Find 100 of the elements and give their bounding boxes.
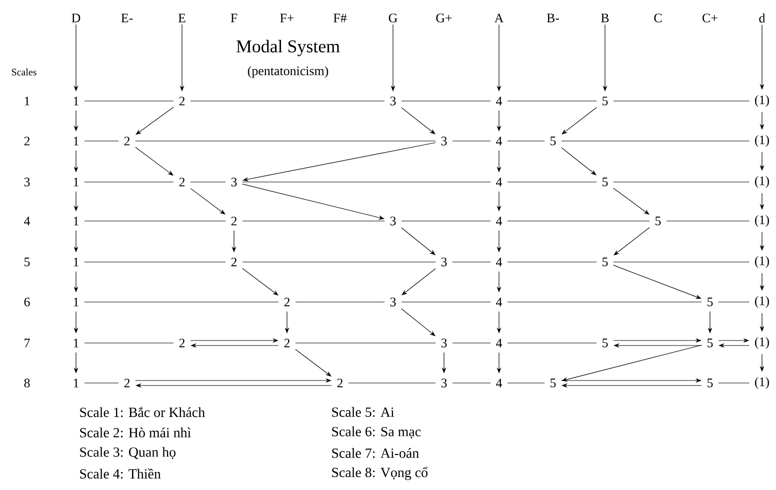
connector-line xyxy=(561,140,750,142)
scale-degree: 3 xyxy=(231,178,237,186)
scale-degree: 1 xyxy=(74,216,78,226)
scale-degree: (1) xyxy=(755,377,769,389)
scale-degree: 2 xyxy=(124,136,130,146)
scale-name: Scale 5: Ai xyxy=(332,407,394,417)
scale-number: 2 xyxy=(24,136,30,146)
scale-degree: 3 xyxy=(390,216,396,226)
scale-degree: 3 xyxy=(441,136,447,146)
scale-degree: 4 xyxy=(496,338,502,348)
connector-line xyxy=(401,100,491,102)
scale-name: Scale 2: Hò mái nhì xyxy=(80,428,191,438)
scale-degree: (1) xyxy=(755,176,769,188)
scale-number: 1 xyxy=(24,96,30,106)
scale-degree: 1 xyxy=(74,96,78,106)
scale-number: 5 xyxy=(24,258,30,266)
scale-degree: 5 xyxy=(708,378,713,388)
connector-line xyxy=(401,220,491,222)
connector-line xyxy=(190,100,385,102)
scale-degree: 5 xyxy=(656,216,661,226)
scale-degree: 5 xyxy=(602,96,608,106)
scale-degree: 5 xyxy=(602,258,608,266)
pitch-label: E xyxy=(178,14,186,22)
scale-degree: 4 xyxy=(496,378,502,388)
scale-degree: 3 xyxy=(390,298,396,306)
scale-degree: 2 xyxy=(179,178,185,186)
scale-degree: (1) xyxy=(755,95,769,107)
scale-degree: 2 xyxy=(124,378,130,388)
connector-line xyxy=(507,220,650,222)
pitch-label: B xyxy=(601,14,609,22)
scale-degree: 1 xyxy=(74,178,78,186)
scale-degree: 5 xyxy=(708,298,713,306)
pitch-label: G+ xyxy=(436,14,452,22)
pitch-label: d xyxy=(759,13,766,23)
scale-degree: 3 xyxy=(390,96,396,106)
scale-degree: 4 xyxy=(496,298,502,306)
pitch-label: F+ xyxy=(280,14,294,22)
scale-degree: 3 xyxy=(441,338,447,348)
scale-degree: (1) xyxy=(755,215,769,227)
scale-degree: 4 xyxy=(496,96,502,106)
scale-number: 8 xyxy=(24,378,30,388)
scale-number: 7 xyxy=(24,338,30,348)
scale-degree: 1 xyxy=(74,136,78,146)
scale-degree: 2 xyxy=(284,338,290,348)
scale-degree: 1 xyxy=(74,378,78,388)
scale-degree: (1) xyxy=(755,296,769,308)
pitch-label: D xyxy=(72,14,80,22)
connector-line xyxy=(452,382,491,384)
scale-name: Scale 1: Bắc or Khách xyxy=(80,406,205,418)
scale-degree: 4 xyxy=(496,136,502,146)
scale-number: 4 xyxy=(24,216,30,226)
scale-name: Scale 4: Thiền xyxy=(80,468,161,479)
connector-line xyxy=(452,140,491,142)
connector-line xyxy=(666,220,750,222)
connector-line xyxy=(613,100,750,102)
pitch-label: B- xyxy=(546,14,559,22)
connector-line xyxy=(348,382,436,384)
scale-degree: 5 xyxy=(602,338,608,348)
pitch-label: E- xyxy=(121,14,133,22)
pitch-label: C xyxy=(654,14,662,22)
connector-line xyxy=(507,342,597,344)
connector-line xyxy=(452,342,491,344)
connector-line xyxy=(84,382,119,384)
scale-degree: 2 xyxy=(231,258,237,266)
subtitle: (pentatonicism) xyxy=(248,66,328,78)
connector-line xyxy=(84,342,174,344)
pitch-label: A xyxy=(494,14,504,22)
scale-degree: 5 xyxy=(550,378,556,388)
connector-line xyxy=(135,140,436,142)
scale-degree: 3 xyxy=(441,378,447,388)
scale-number: 6 xyxy=(24,298,30,306)
connector-line xyxy=(507,100,597,102)
scale-degree: 4 xyxy=(496,216,502,226)
scale-name: Scale 6: Sa mạc xyxy=(332,426,421,438)
scale-name: Scale 3: Quan họ xyxy=(80,447,176,459)
scale-degree: 4 xyxy=(496,258,502,266)
connector-line xyxy=(84,140,119,142)
connector-line xyxy=(84,100,174,102)
pitch-label: F# xyxy=(334,14,347,22)
connector-line xyxy=(507,140,545,142)
scale-degree: 2 xyxy=(231,216,237,226)
scale-degree: 2 xyxy=(179,338,185,348)
connector-line xyxy=(718,382,750,384)
scale-degree: 5 xyxy=(602,178,608,186)
scale-degree: 1 xyxy=(74,338,78,348)
scale-degree: 5 xyxy=(708,338,713,348)
scale-degree: 5 xyxy=(550,136,556,146)
scale-name: Scale 8: Vọng cổ xyxy=(332,466,428,480)
scale-degree: 2 xyxy=(179,96,185,106)
scale-name: Scale 7: Ai-oán xyxy=(332,448,419,458)
pitch-label: G xyxy=(388,14,398,22)
scale-degree: 4 xyxy=(496,178,502,186)
scale-degree: 1 xyxy=(74,258,78,266)
connector-line xyxy=(84,220,226,222)
scale-degree: 1 xyxy=(74,298,78,306)
pitch-label: F xyxy=(230,14,238,22)
scale-number: 3 xyxy=(24,178,30,186)
scale-degree: 3 xyxy=(441,258,447,266)
connector-line xyxy=(242,220,385,222)
scale-degree: 2 xyxy=(337,378,343,388)
